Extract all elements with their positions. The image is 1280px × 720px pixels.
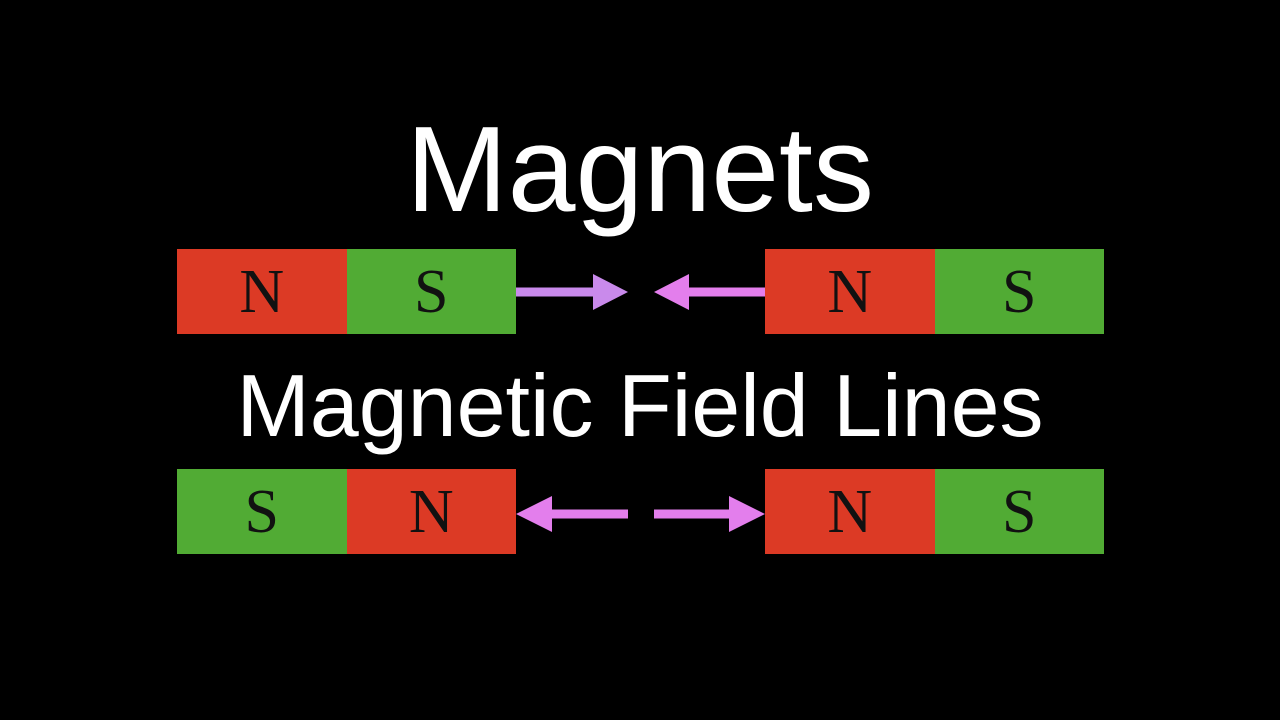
title-magnets: Magnets (406, 101, 874, 237)
pole-south: S (177, 469, 347, 554)
title-magnetic-field-lines: Magnetic Field Lines (236, 356, 1044, 455)
pole-north: N (765, 469, 935, 554)
magnet-row2-right: N S (765, 469, 1104, 554)
magnet-row2-left: S N (177, 469, 516, 554)
pole-north: N (346, 469, 516, 554)
magnet-row1-right: N S (765, 249, 1104, 334)
pole-south: S (934, 249, 1104, 334)
pole-south: S (934, 469, 1104, 554)
magnet-row1-left: N S (177, 249, 516, 334)
pole-north: N (765, 249, 935, 334)
pole-north: N (177, 249, 347, 334)
pole-south: S (346, 249, 516, 334)
